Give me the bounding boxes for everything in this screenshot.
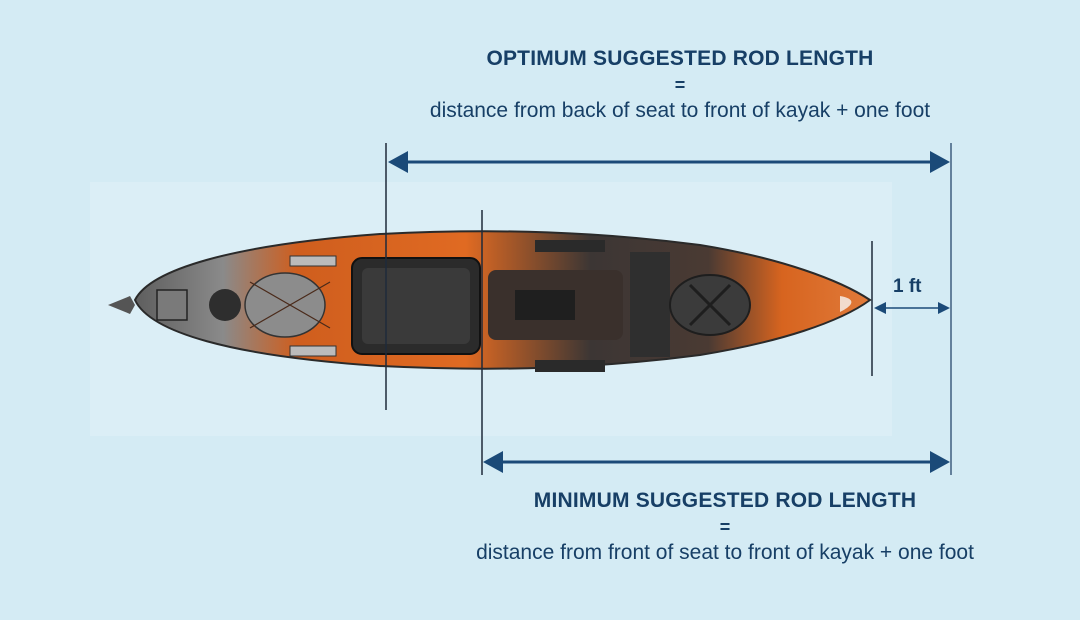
tank-well [244, 272, 326, 338]
minimum-formula: distance from front of seat to front of … [476, 541, 974, 564]
optimum-title: OPTIMUM SUGGESTED ROD LENGTH [486, 47, 874, 70]
one-foot-arrow [874, 302, 950, 314]
minimum-title: MINIMUM SUGGESTED ROD LENGTH [533, 489, 917, 512]
minimum-caption: MINIMUM SUGGESTED ROD LENGTH = distance … [400, 488, 1050, 566]
minimum-equals: = [719, 517, 731, 537]
optimum-formula: distance from back of seat to front of k… [429, 99, 931, 122]
one-foot-label: 1 ft [893, 276, 922, 297]
stern-hatch [209, 289, 241, 321]
optimum-length-arrow [388, 151, 950, 173]
minimum-length-arrow [483, 451, 950, 473]
optimum-caption: OPTIMUM SUGGESTED ROD LENGTH = distance … [355, 46, 1005, 124]
kayak-image [108, 230, 872, 372]
stern-plate [156, 289, 188, 321]
optimum-equals: = [674, 75, 686, 95]
